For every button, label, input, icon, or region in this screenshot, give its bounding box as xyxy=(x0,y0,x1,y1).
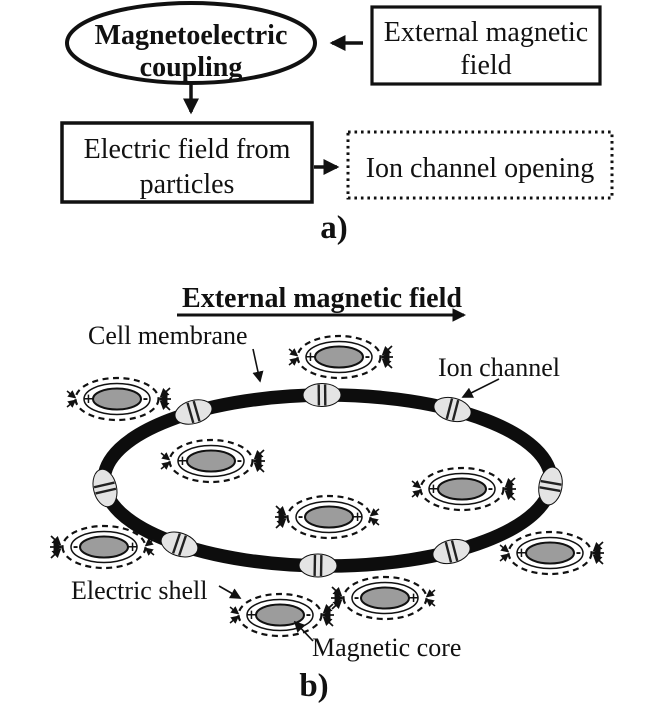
panel-a-flowchart: Magnetoelectric coupling External magnet… xyxy=(60,1,614,246)
magnetic-core-label: Magnetic core xyxy=(312,633,461,662)
coupling-node-line1: Magnetoelectric xyxy=(95,20,288,51)
coupling-ellipse-node xyxy=(65,1,317,85)
ion-channel-label: Ion channel xyxy=(438,353,560,382)
electric-field-line2: particles xyxy=(140,169,235,200)
magnetic-core-pointer-arrow xyxy=(293,620,314,642)
particle-below-labeled xyxy=(230,594,334,636)
external-field-box xyxy=(370,5,602,86)
particle-below-right xyxy=(331,577,435,619)
panel-b-cell-diagram: External magnetic field Cell membrane Io… xyxy=(50,283,604,704)
particle-above-top xyxy=(289,336,393,378)
ion-channel-top-center xyxy=(301,382,343,408)
cell-membrane-label: Cell membrane xyxy=(88,321,248,350)
ion-channel-bottom-center xyxy=(297,552,339,579)
electric-field-line1: Electric field from xyxy=(84,134,291,165)
ion-opening-dotted-box xyxy=(346,130,614,200)
panel-b-label: b) xyxy=(299,668,328,704)
coupling-node-line2: coupling xyxy=(140,52,243,83)
electric-shell-label: Electric shell xyxy=(71,576,207,605)
cell-membrane-pointer-arrow xyxy=(252,348,264,383)
particle-outside-left-top xyxy=(67,378,171,420)
particle-outside-right-bottom xyxy=(500,532,604,574)
external-field-line1: External magnetic xyxy=(384,17,588,48)
external-field-line2: field xyxy=(460,50,511,81)
electric-field-box xyxy=(60,121,314,204)
ion-opening-label: Ion channel opening xyxy=(366,153,595,184)
external-field-title: External magnetic field xyxy=(182,283,462,314)
panel-a-label: a) xyxy=(320,210,348,246)
ion-channel-pointer-arrow xyxy=(461,378,500,398)
electric-shell-pointer-arrow xyxy=(218,585,242,599)
